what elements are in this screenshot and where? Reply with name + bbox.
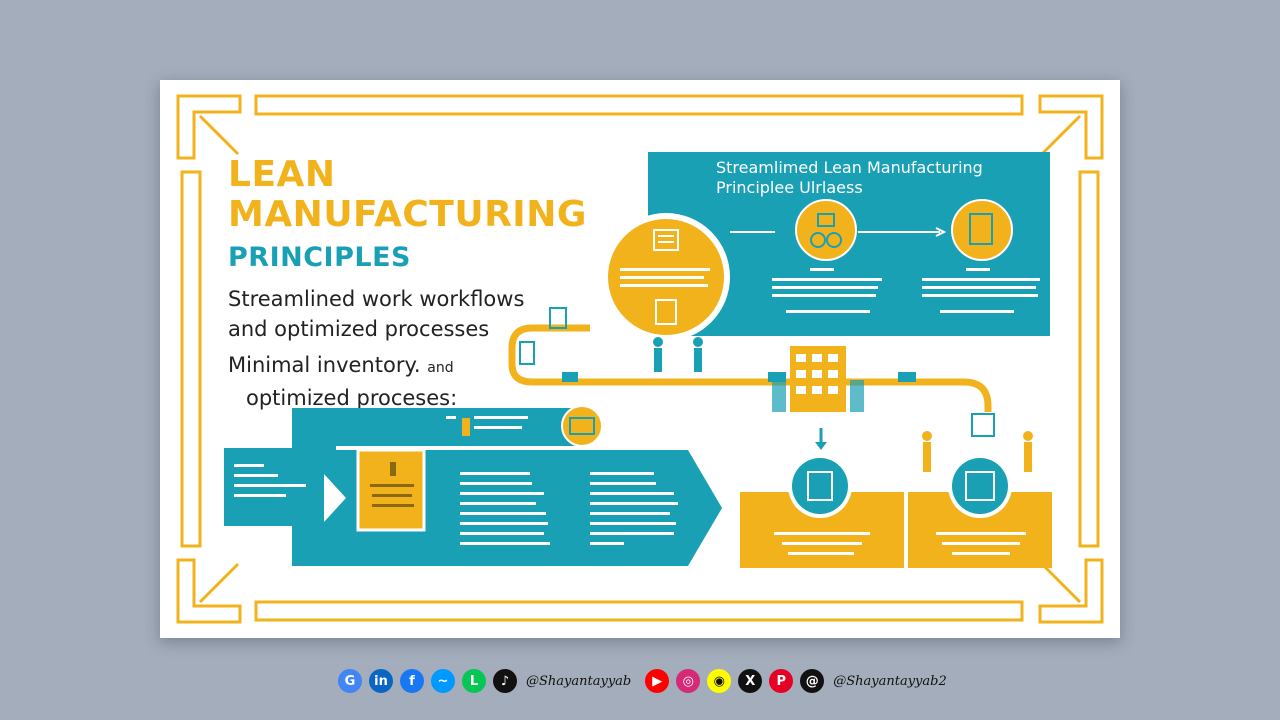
yellow-card	[356, 448, 426, 532]
panel-title-line2: Principlee Ulrlaess	[716, 178, 863, 197]
snapchat-icon[interactable]: ◉	[707, 669, 732, 693]
title-line-3: PRINCIPLES	[228, 242, 411, 273]
panel-title-line1: Streamlimed Lean Manufacturing	[716, 158, 983, 177]
subtitle-workflows-line1: Streamlined work workflows	[228, 287, 525, 311]
threads-icon[interactable]: @	[800, 669, 825, 693]
social-handle-2[interactable]: @Shayantayyab2	[833, 673, 947, 689]
panel-title: Streamlimed Lean Manufacturing Principle…	[716, 158, 983, 198]
google-icon[interactable]: G	[338, 669, 362, 693]
linkedin-icon[interactable]: in	[369, 669, 393, 693]
teal-circle-right	[952, 458, 1008, 514]
process-illustration	[224, 199, 1052, 568]
title-line-2: MANUFACTURING	[228, 194, 587, 235]
subtitle-inventory: Minimal inventory. and optimized procese…	[228, 350, 457, 413]
pinterest-icon[interactable]: P	[769, 669, 794, 693]
social-handle-1[interactable]: @Shayantayyab	[526, 673, 632, 689]
subtitle-workflows: Streamlined work workflows and optimized…	[228, 284, 524, 344]
teal-banner-top	[292, 408, 600, 458]
document-circle	[951, 199, 1013, 261]
subtitle-inventory-line2: optimized proceses:	[246, 386, 458, 410]
subtitle-inventory-and: and	[427, 360, 454, 376]
line-icon[interactable]: L	[462, 669, 486, 693]
gear-circle	[795, 199, 857, 261]
youtube-icon[interactable]: ▶	[645, 669, 670, 693]
subtitle-workflows-line2: and optimized processes	[228, 317, 490, 341]
subtitle-inventory-line1: Minimal inventory.	[228, 353, 421, 377]
teal-circle-left	[792, 458, 848, 514]
instagram-icon[interactable]: ◎	[676, 669, 701, 693]
conveyor-belt	[508, 324, 992, 412]
facebook-icon[interactable]: f	[400, 669, 424, 693]
x-icon[interactable]: X	[738, 669, 763, 693]
decorative-frame	[176, 94, 1104, 624]
infographic-card: LEAN MANUFACTURING PRINCIPLES Streamline…	[160, 80, 1120, 638]
messenger-icon[interactable]: ~	[431, 669, 455, 693]
title-line-1: LEAN	[228, 154, 336, 195]
tiktok-icon[interactable]: ♪	[493, 669, 517, 693]
